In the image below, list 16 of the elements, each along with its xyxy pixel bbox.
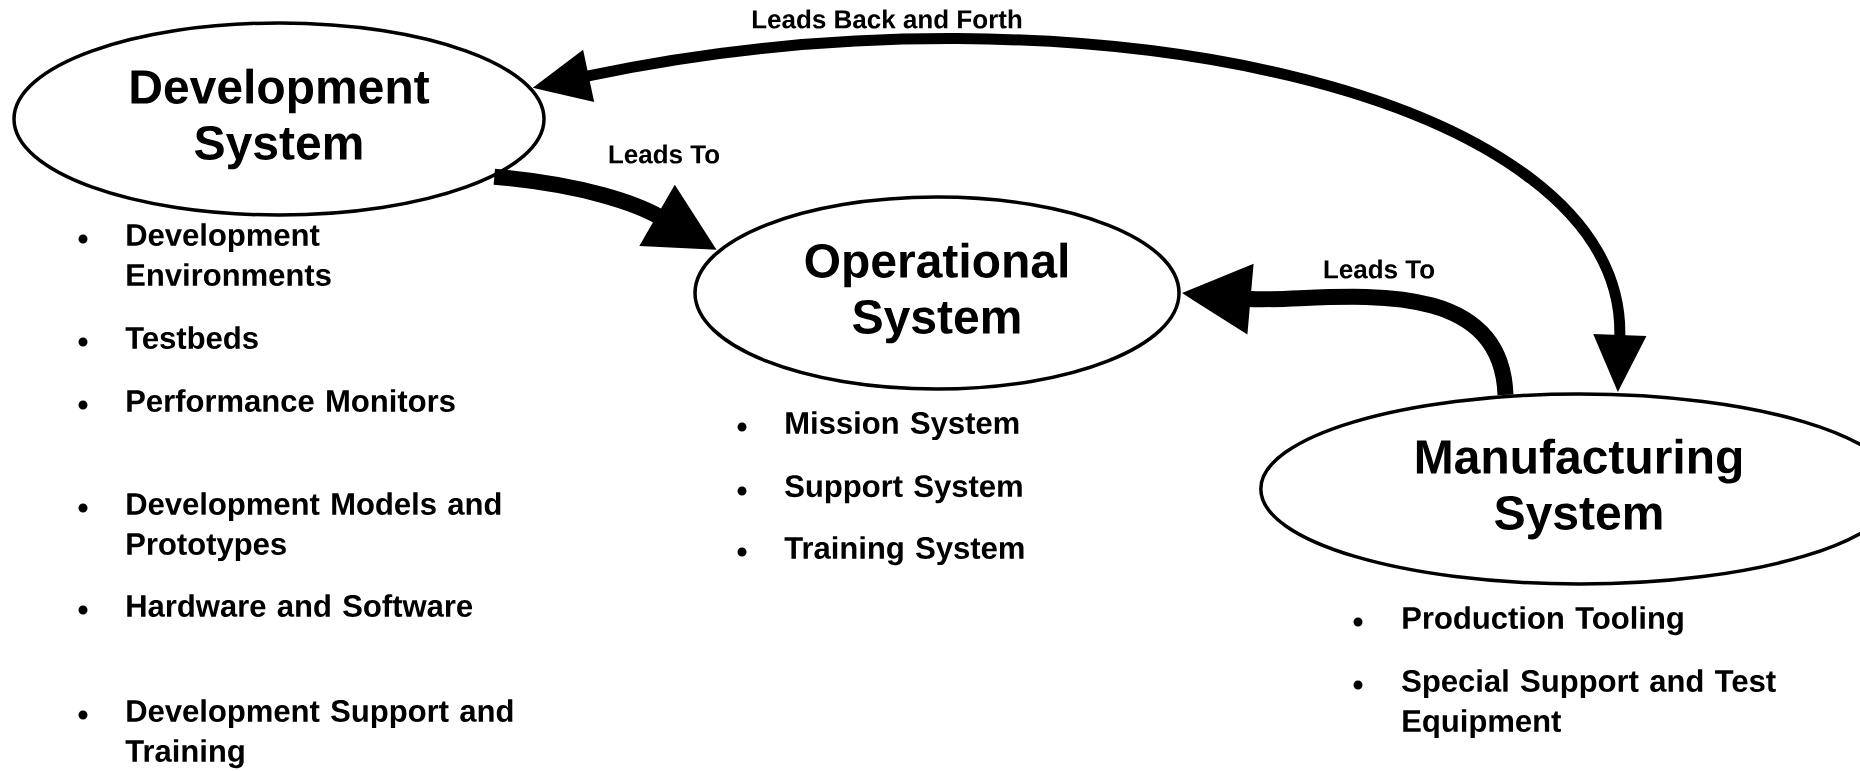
list-item: Production Tooling xyxy=(1403,606,1683,636)
list-item: Mission System xyxy=(786,411,1019,441)
edge-label: Leads Back and Forth xyxy=(749,7,1025,31)
list-item: Hardware and Software xyxy=(127,594,473,617)
edge-label: Leads To xyxy=(1320,257,1438,281)
ellipse-node: Development System xyxy=(12,21,546,217)
list-item: Development Models and Prototypes xyxy=(127,492,501,562)
edge-label: Leads To xyxy=(605,142,723,166)
ellipse-node: Operational System xyxy=(693,195,1181,391)
list-item: Support System xyxy=(785,475,1022,504)
list-item: Development Support and Training xyxy=(125,699,513,769)
list-item: Development Environments xyxy=(127,223,331,286)
list-item: Performance Monitors xyxy=(127,389,455,412)
list-item: Special Support and Test Equipment xyxy=(1402,669,1776,739)
list-item: Training System xyxy=(784,536,1024,566)
list-item: Testbeds xyxy=(125,326,258,349)
